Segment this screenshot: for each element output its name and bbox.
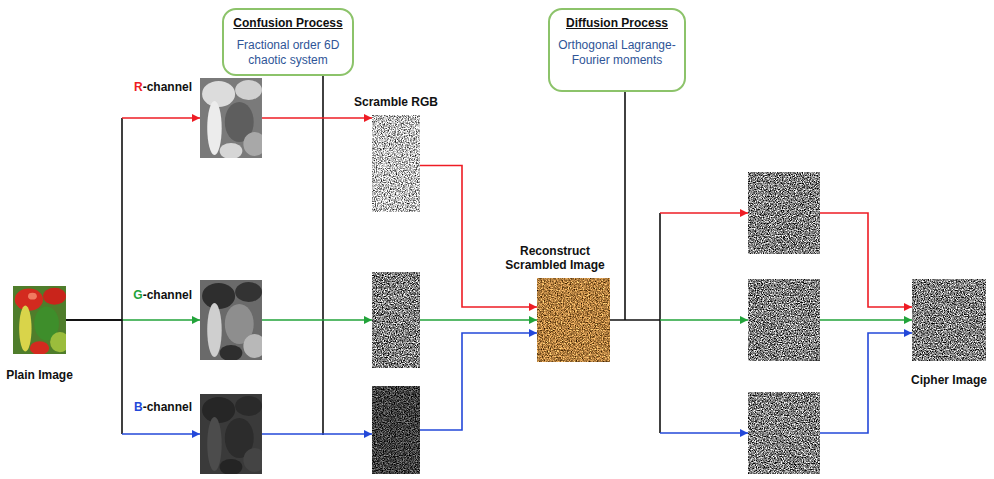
pepper-shape bbox=[207, 101, 221, 155]
channel-node: G-channel bbox=[200, 280, 262, 360]
pepper-shape bbox=[220, 459, 243, 474]
channel-arrow bbox=[820, 213, 912, 307]
image-caption: B-channel bbox=[134, 400, 192, 414]
split-line bbox=[659, 213, 661, 433]
box-heading: Diffusion Process bbox=[556, 16, 678, 30]
image-caption: Cipher Image bbox=[911, 373, 987, 387]
connector-segment bbox=[66, 320, 122, 434]
pepper-shape bbox=[220, 345, 243, 360]
pepper-shape bbox=[220, 143, 243, 158]
cipher-image bbox=[912, 279, 986, 361]
channel-arrow bbox=[420, 319, 537, 321]
channel-node: B-channel bbox=[200, 394, 262, 474]
channel-arrow bbox=[660, 319, 748, 321]
channel-arrow bbox=[262, 433, 372, 435]
flow-arrow bbox=[420, 165, 537, 307]
diffused-image bbox=[748, 279, 820, 361]
connector-segment bbox=[420, 165, 537, 307]
pepper-photo bbox=[13, 286, 66, 354]
highlight bbox=[28, 293, 37, 300]
connector-segment bbox=[262, 117, 372, 119]
box-body: Fractional order 6D chaotic system bbox=[230, 38, 346, 68]
channel-photo bbox=[200, 78, 262, 158]
red-pepper bbox=[30, 341, 49, 354]
image-node: Scramble RGB bbox=[372, 115, 420, 212]
pepper-shape bbox=[235, 80, 262, 100]
scrambled-image bbox=[372, 115, 420, 212]
channel-arrow bbox=[262, 319, 372, 321]
process-box: Confusion ProcessFractional order 6D cha… bbox=[222, 8, 354, 76]
channel-photo bbox=[200, 394, 262, 474]
scrambled-image bbox=[372, 272, 420, 368]
diffused-image bbox=[748, 392, 820, 474]
split-line bbox=[610, 319, 660, 321]
image-node: Reconstruct Scrambled Image bbox=[537, 278, 610, 362]
key-line bbox=[322, 76, 324, 435]
box-heading: Confusion Process bbox=[230, 16, 346, 30]
channel-arrow bbox=[420, 333, 537, 430]
image-node: Cipher Image bbox=[912, 279, 986, 361]
flow-arrow bbox=[66, 118, 200, 320]
pepper-shape bbox=[202, 397, 235, 423]
image-caption: R-channel bbox=[134, 80, 192, 94]
connector-segment bbox=[122, 433, 200, 435]
pepper-shape bbox=[243, 132, 262, 156]
image-caption: Reconstruct Scrambled Image bbox=[495, 244, 615, 272]
channel-node: R-channel bbox=[200, 78, 262, 158]
reconstructed-image bbox=[537, 278, 610, 362]
box-body: Orthogonal Lagrange-Fourier moments bbox=[556, 38, 678, 68]
channel-photo bbox=[200, 280, 262, 360]
channel-arrow bbox=[660, 432, 748, 434]
red-pepper bbox=[43, 288, 66, 305]
channel-arrow bbox=[820, 319, 912, 321]
pepper-shape bbox=[235, 282, 262, 302]
key-line bbox=[624, 92, 626, 320]
pepper-shape bbox=[243, 448, 262, 472]
red-pepper bbox=[15, 289, 43, 311]
connector-segment bbox=[66, 118, 122, 320]
channel-arrow bbox=[660, 212, 748, 214]
pepper-shape bbox=[202, 283, 235, 309]
flow-arrow bbox=[66, 320, 200, 434]
yellow-pepper bbox=[19, 306, 31, 352]
pepper-shape bbox=[207, 303, 221, 357]
connector-segment bbox=[122, 117, 200, 119]
image-node: Plain Image bbox=[13, 286, 66, 354]
image-caption: Scramble RGB bbox=[354, 95, 438, 109]
pepper-shape bbox=[202, 81, 235, 107]
pepper-shape bbox=[207, 417, 221, 471]
process-box: Diffusion ProcessOrthogonal Lagrange-Fou… bbox=[548, 8, 686, 92]
channel-arrow bbox=[820, 333, 912, 433]
flow-arrow bbox=[262, 118, 372, 119]
scrambled-image bbox=[372, 386, 420, 474]
diffused-image bbox=[748, 172, 820, 254]
image-caption: Plain Image bbox=[6, 368, 73, 382]
green-pepper bbox=[50, 332, 66, 352]
pepper-shape bbox=[243, 334, 262, 358]
connector-segment bbox=[122, 319, 200, 321]
image-caption: G-channel bbox=[133, 288, 192, 302]
pepper-shape bbox=[235, 396, 262, 416]
